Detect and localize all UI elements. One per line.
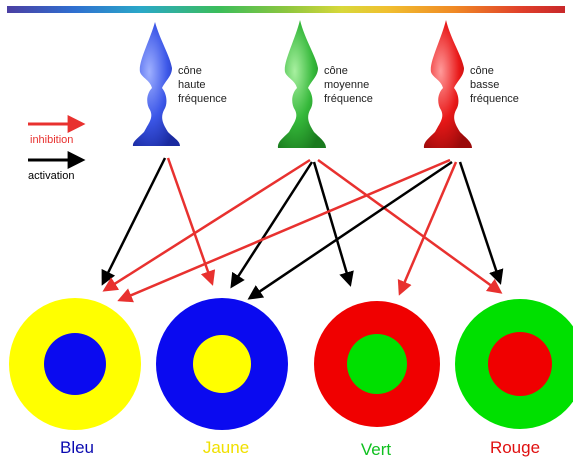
cone-high-line2: haute bbox=[178, 79, 206, 91]
cone-mid-line2: moyenne bbox=[324, 79, 370, 91]
channel-rouge-label: Rouge bbox=[489, 438, 541, 457]
cone-mid-line1: cône bbox=[324, 65, 348, 77]
cone-low-frequency-shape bbox=[423, 20, 472, 148]
arrow-low-to-bleu-inhibition bbox=[117, 158, 451, 303]
arrow-low-to-vert-inhibition bbox=[397, 161, 458, 296]
cone-low-frequency-label: cône basse fréquence bbox=[470, 64, 519, 106]
channel-rouge-ring bbox=[455, 299, 573, 429]
cone-mid-line3: fréquence bbox=[324, 93, 373, 105]
cone-high-frequency-label: cône haute fréquence bbox=[178, 64, 227, 106]
cone-mid-frequency-shape bbox=[277, 20, 326, 148]
channel-vert-label: Vert bbox=[360, 440, 392, 459]
arrow-mid-to-bleu-inhibition bbox=[102, 158, 311, 292]
legend-inhibition-label: inhibition bbox=[30, 134, 74, 146]
arrow-low-to-jaune-activation bbox=[247, 160, 453, 300]
cone-high-line1: cône bbox=[178, 65, 202, 77]
arrow-high-to-bleu-activation bbox=[101, 157, 167, 286]
channel-bleu-label: Bleu bbox=[59, 438, 95, 457]
channel-jaune-label: Jaune bbox=[202, 438, 250, 457]
channel-jaune-ring bbox=[156, 298, 288, 430]
legend-activation-label: activation bbox=[28, 170, 75, 182]
spectrum-bar bbox=[7, 6, 565, 13]
arrow-low-to-rouge-activation bbox=[458, 161, 504, 285]
cone-low-line2: basse bbox=[470, 79, 500, 91]
cone-high-line3: fréquence bbox=[178, 93, 227, 105]
cone-low-line3: fréquence bbox=[470, 93, 519, 105]
channel-vert-ring bbox=[314, 301, 440, 427]
arrow-mid-to-rouge-inhibition bbox=[317, 158, 503, 294]
arrow-mid-to-jaune-activation bbox=[230, 161, 314, 289]
cone-mid-frequency-label: cône moyenne fréquence bbox=[324, 64, 373, 106]
arrow-mid-to-vert-activation bbox=[312, 161, 354, 287]
cone-high-frequency-shape bbox=[132, 22, 180, 146]
channel-bleu-ring bbox=[9, 298, 141, 430]
arrow-high-to-jaune-inhibition bbox=[166, 157, 216, 286]
cone-low-line1: cône bbox=[470, 65, 494, 77]
